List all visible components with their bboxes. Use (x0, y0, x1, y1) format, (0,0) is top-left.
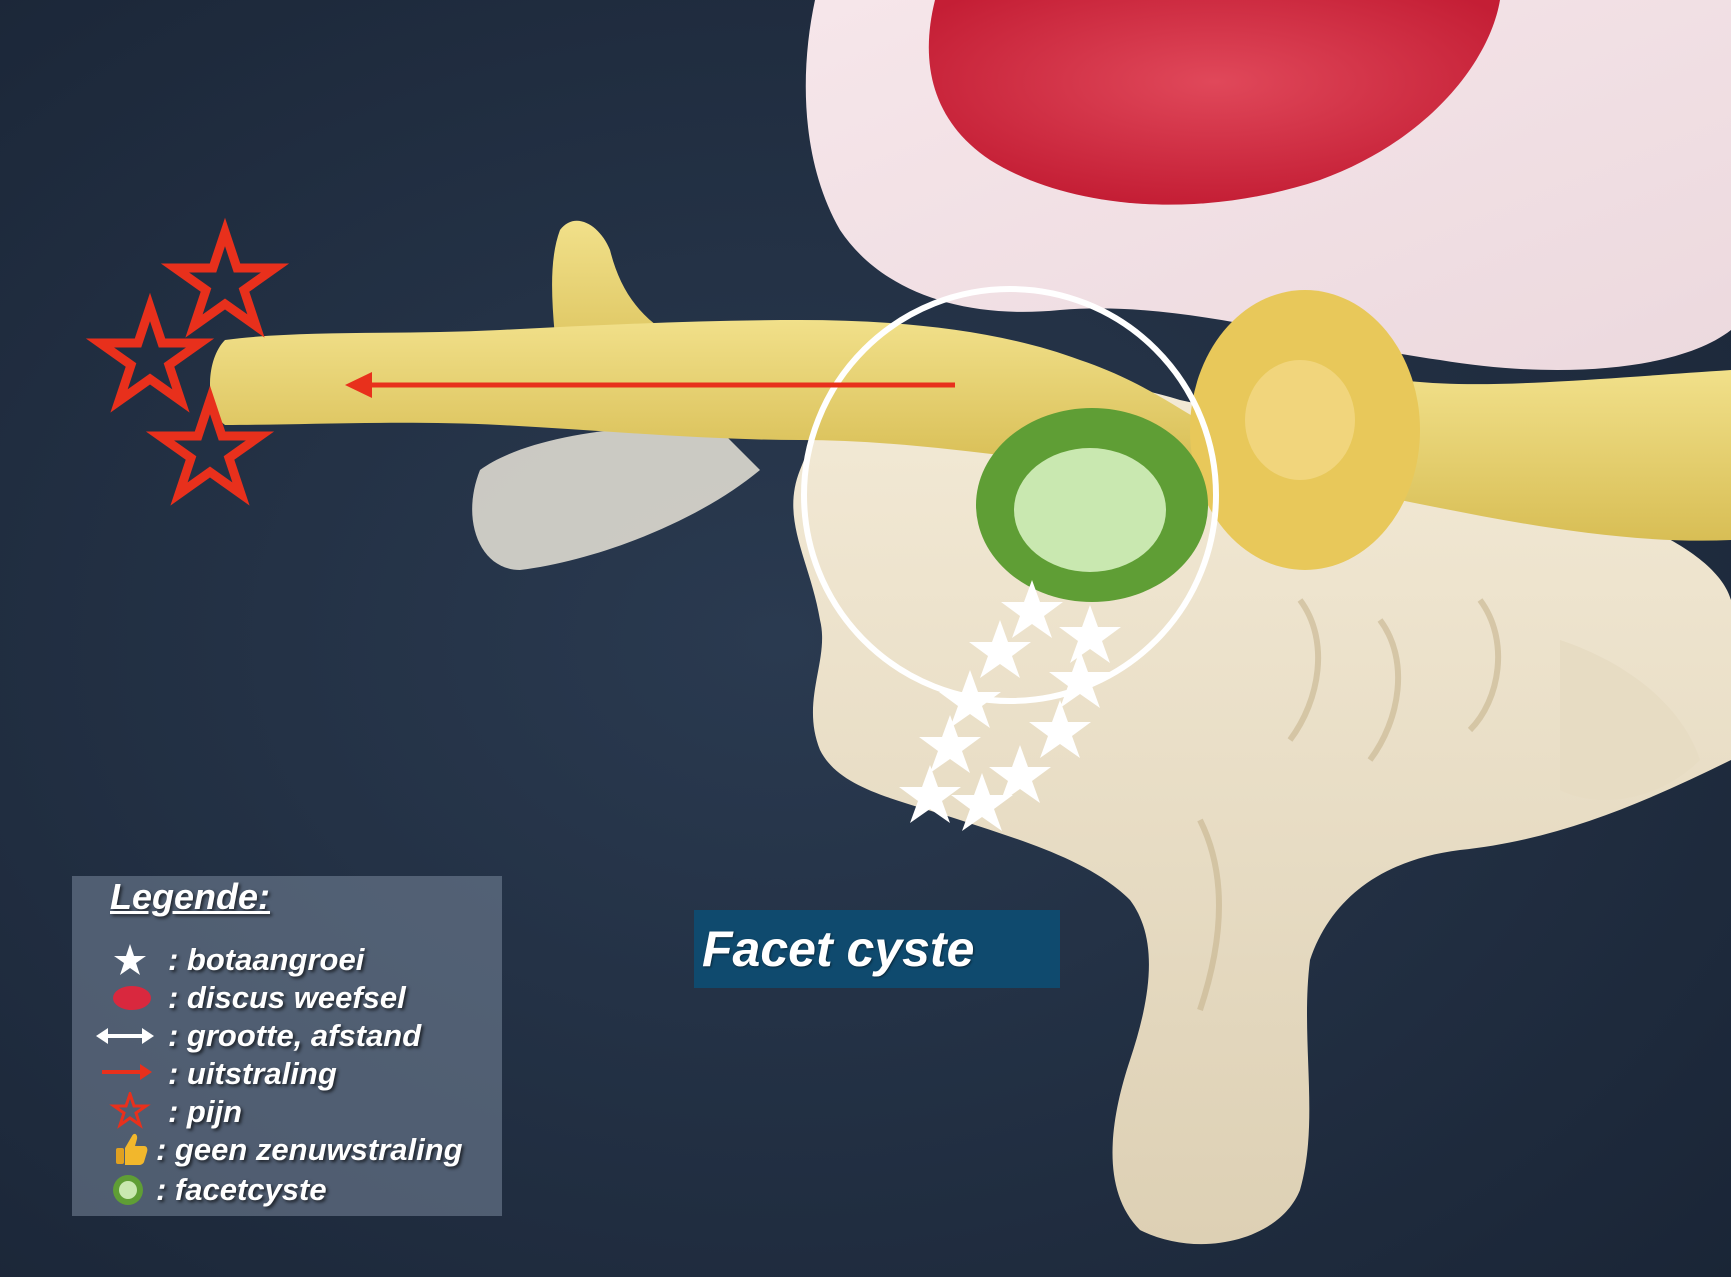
legend-item-zenuwstraling: : geen zenuwstraling (92, 1130, 512, 1168)
growth-star-7 (919, 715, 981, 773)
legend-item-discus: : discus weefsel (92, 978, 512, 1016)
green-circle-icon (92, 1170, 154, 1208)
growth-star-6 (1029, 700, 1091, 758)
pain-star-2 (85, 292, 215, 413)
legend-label: : geen zenuwstraling (156, 1132, 463, 1167)
facet-cyst-core (1014, 448, 1166, 572)
nerve-root (210, 320, 1200, 468)
thumbs-up-icon (92, 1130, 154, 1168)
legend-label: : grootte, afstand (168, 1018, 422, 1053)
legend-item-uitstraling: : uitstraling (92, 1054, 512, 1092)
transverse-process (472, 427, 760, 570)
ganglion-highlight (1245, 360, 1355, 480)
legend-label: : facetcyste (156, 1172, 327, 1207)
legend-panel: Legende: : botaangroei : discus weefsel … (72, 876, 502, 1216)
growth-star-9 (899, 765, 961, 823)
pain-stars (85, 217, 290, 506)
growth-star-1 (1001, 580, 1063, 638)
spinal-cord-segment (1400, 370, 1731, 541)
bone-growth-stars (899, 580, 1121, 831)
bone-texture (1197, 598, 1502, 1011)
growth-star-3 (969, 620, 1031, 678)
radiation-arrow-head (345, 372, 372, 398)
right-process (1560, 640, 1700, 800)
red-star-outline-icon (92, 1092, 154, 1130)
white-star-icon (92, 940, 154, 978)
legend-item-grootte: : grootte, afstand (92, 1016, 512, 1054)
growth-star-4 (1049, 650, 1111, 708)
pain-star-1 (160, 217, 290, 338)
legend-item-pijn: : pijn (92, 1092, 512, 1130)
legend-label: : botaangroei (168, 942, 365, 977)
legend-label: : pijn (168, 1094, 243, 1129)
red-oval-icon (92, 978, 154, 1016)
caption-text: Facet cyste (702, 921, 975, 977)
red-arrow-icon (92, 1054, 154, 1092)
legend-item-botaangroei: : botaangroei (92, 940, 512, 978)
growth-star-5 (939, 670, 1001, 728)
legend-item-facetcyste: : facetcyste (92, 1170, 512, 1208)
pain-star-3 (145, 385, 275, 506)
legend-title: Legende: (110, 876, 271, 917)
highlight-circle (801, 286, 1219, 704)
growth-star-8 (989, 745, 1051, 803)
double-arrow-icon (92, 1016, 154, 1054)
disc-nucleus (928, 0, 1500, 205)
caption-box: Facet cyste (694, 910, 1060, 988)
legend-label: : discus weefsel (168, 980, 406, 1015)
legend-label: : uitstraling (168, 1056, 337, 1091)
growth-star-2 (1059, 605, 1121, 663)
growth-star-10 (951, 773, 1013, 831)
